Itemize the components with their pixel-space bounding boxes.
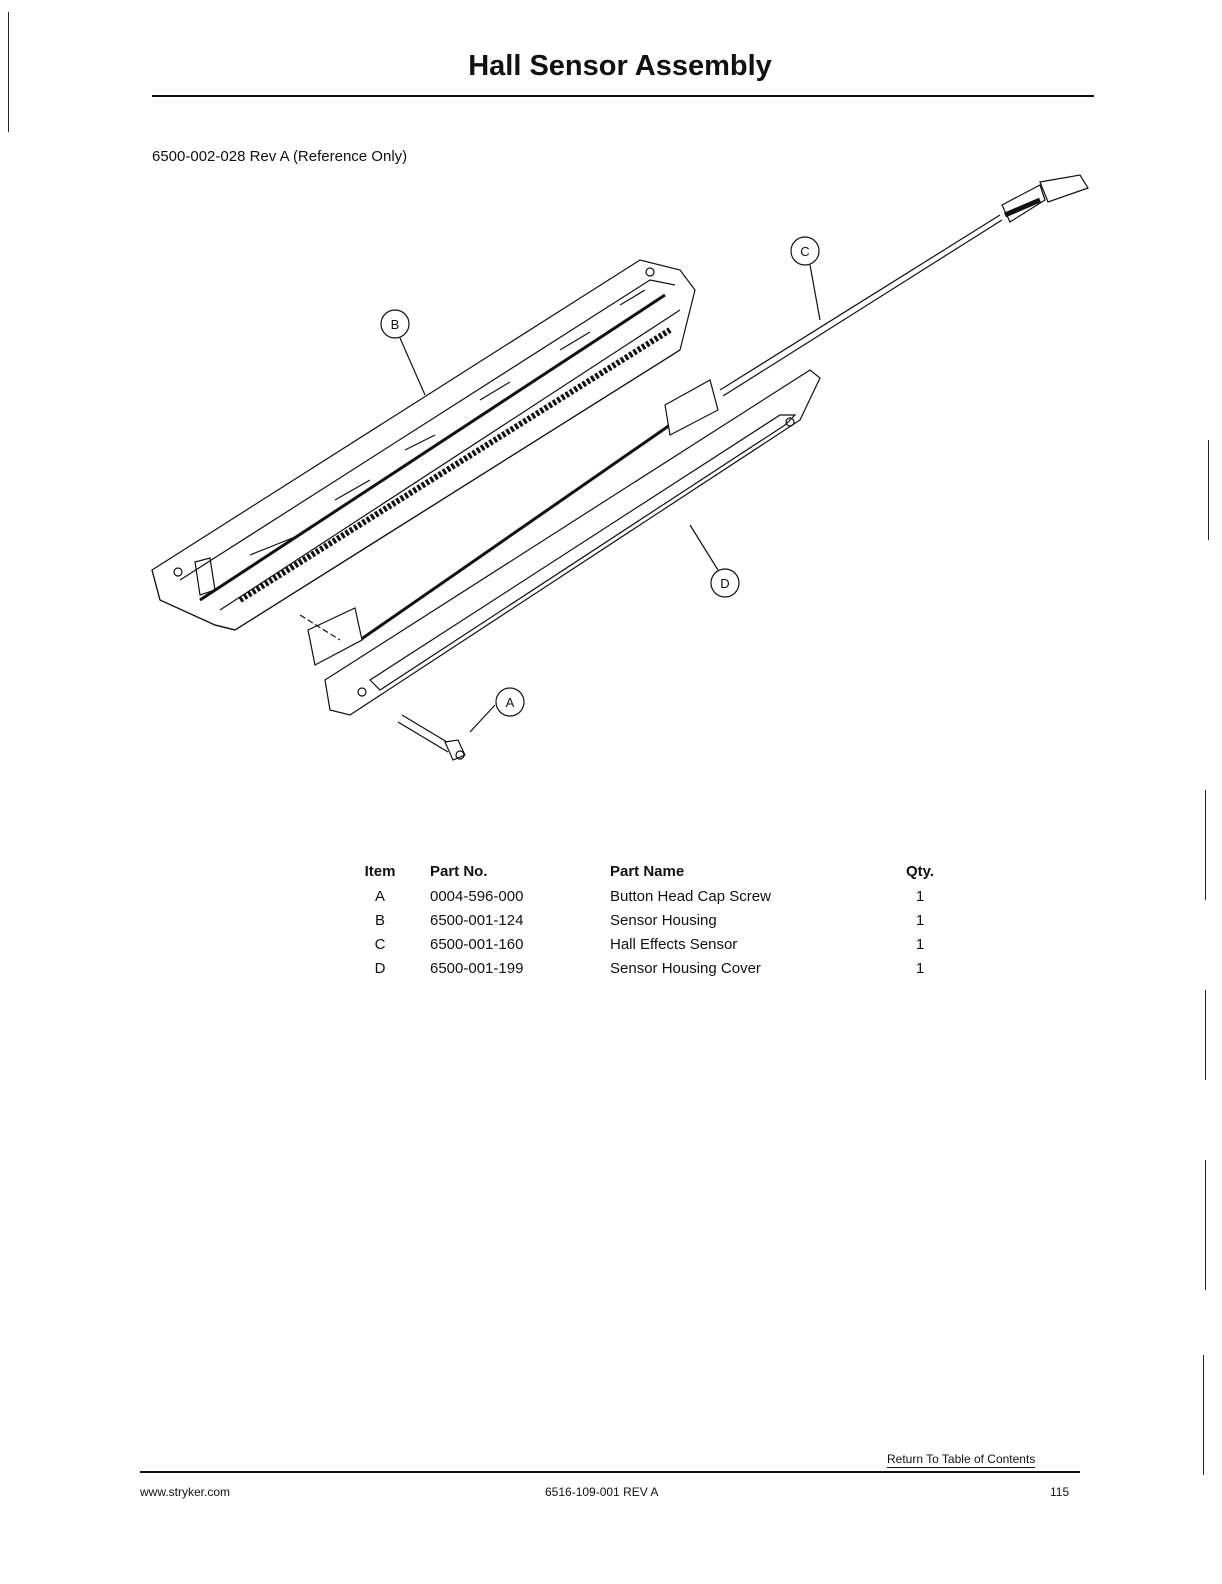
scan-margin-mark	[1205, 990, 1206, 1080]
scan-margin-mark	[8, 12, 9, 132]
housing-cover-drawing	[324, 369, 821, 716]
scan-margin-mark	[1208, 440, 1209, 540]
qty-cell: 1	[915, 935, 925, 953]
scan-margin-mark	[1203, 1355, 1204, 1475]
document-number: 6516-109-001 REV A	[545, 1485, 659, 1499]
table-row: D 6500-001-199 Sensor Housing Cover 1	[330, 956, 940, 980]
callout-d-label: D	[720, 576, 729, 591]
col-part-no: Part No.	[430, 862, 488, 880]
col-item: Item	[364, 862, 396, 880]
hall-sensor-drawing	[307, 174, 1089, 666]
part-name-cell: Sensor Housing	[610, 911, 717, 929]
part-name-cell: Button Head Cap Screw	[610, 887, 771, 905]
part-name-cell: Sensor Housing Cover	[610, 959, 761, 977]
table-row: A 0004-596-000 Button Head Cap Screw 1	[330, 884, 940, 908]
sensor-housing-drawing	[151, 259, 696, 631]
item-cell: A	[374, 887, 385, 905]
callout-d-bubble	[710, 568, 740, 598]
parts-table: Item Part No. Part Name Qty. A 0004-596-…	[330, 860, 940, 980]
page-title: Hall Sensor Assembly	[468, 50, 772, 82]
part-no-cell: 6500-001-160	[430, 935, 524, 953]
item-cell: C	[374, 935, 386, 953]
callout-c-label: C	[800, 244, 809, 259]
qty-cell: 1	[915, 911, 925, 929]
parts-table-header: Item Part No. Part Name Qty.	[330, 860, 940, 884]
table-row: C 6500-001-160 Hall Effects Sensor 1	[330, 932, 940, 956]
cap-screw-drawing	[397, 714, 466, 761]
part-no-cell: 6500-001-199	[430, 959, 524, 977]
website-url: www.stryker.com	[140, 1485, 231, 1499]
callout-a-bubble	[495, 687, 525, 717]
callout-b-bubble	[380, 309, 410, 339]
reference-line: 6500-002-028 Rev A (Reference Only)	[152, 148, 408, 165]
return-to-toc-link[interactable]: Return To Table of Contents	[887, 1452, 1036, 1468]
footer-divider	[140, 1471, 1080, 1473]
part-name-cell: Hall Effects Sensor	[610, 935, 738, 953]
page-number: 115	[1050, 1485, 1070, 1499]
qty-cell: 1	[915, 959, 925, 977]
callout-b-label: B	[391, 317, 400, 332]
title-divider	[152, 95, 1094, 97]
col-part-name: Part Name	[610, 862, 685, 880]
col-qty: Qty.	[905, 862, 935, 880]
part-no-cell: 0004-596-000	[430, 887, 524, 905]
item-cell: D	[374, 959, 386, 977]
scan-margin-mark	[1205, 1160, 1206, 1290]
qty-cell: 1	[915, 887, 925, 905]
table-row: B 6500-001-124 Sensor Housing 1	[330, 908, 940, 932]
item-cell: B	[374, 911, 385, 929]
callout-a-label: A	[506, 695, 515, 710]
scan-margin-mark	[1205, 790, 1206, 900]
assembly-diagram: B C D A	[151, 174, 1089, 761]
part-no-cell: 6500-001-124	[430, 911, 524, 929]
callout-c-bubble	[790, 236, 820, 266]
